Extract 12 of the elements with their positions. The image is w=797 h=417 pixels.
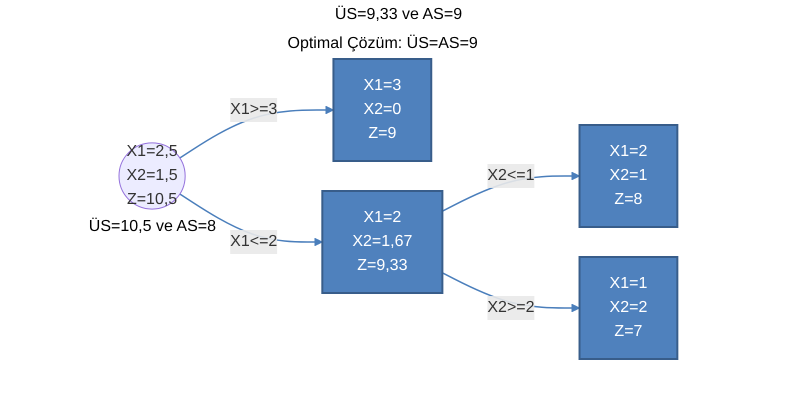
edge-label: X2<=1 (488, 166, 535, 184)
node-box: X1=2 X2=1,67 Z=9,33 (322, 190, 444, 294)
node-circle: X1=2,5 X2=1,5 Z=10,5 (118, 142, 186, 210)
node-annotation: ÜS=10,5 ve AS=8 (88, 218, 216, 236)
edge-label: X2>=2 (488, 298, 535, 316)
node-box: X1=3 X2=0 Z=9 (332, 58, 433, 162)
edge-label: X1<=2 (230, 232, 278, 250)
bound-note: ÜS=9,33 ve AS=9 (334, 6, 462, 24)
node-annotation: Optimal Çözüm: ÜS=AS=9 (288, 34, 478, 52)
edge-label: X1>=3 (230, 100, 278, 118)
node-box: X1=2 X2=1 Z=8 (578, 124, 679, 228)
node-box: X1=1 X2=2 Z=7 (578, 256, 679, 360)
